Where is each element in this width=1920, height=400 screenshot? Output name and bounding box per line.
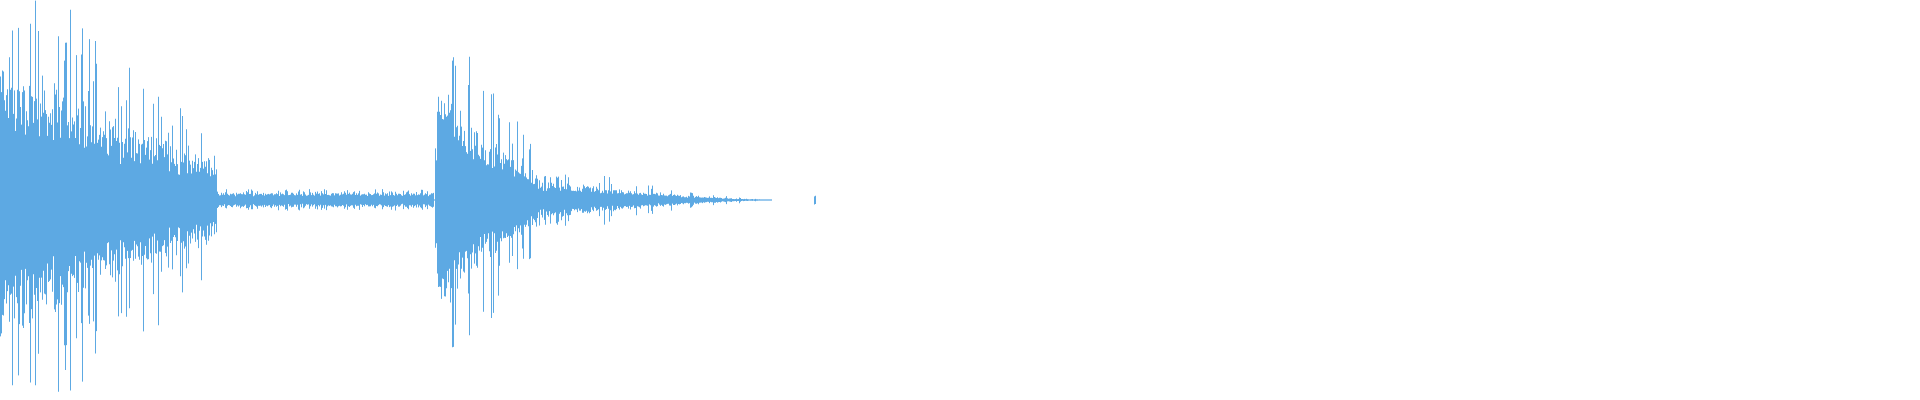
waveform-path (0, 0, 816, 392)
waveform-peaks (0, 0, 816, 392)
